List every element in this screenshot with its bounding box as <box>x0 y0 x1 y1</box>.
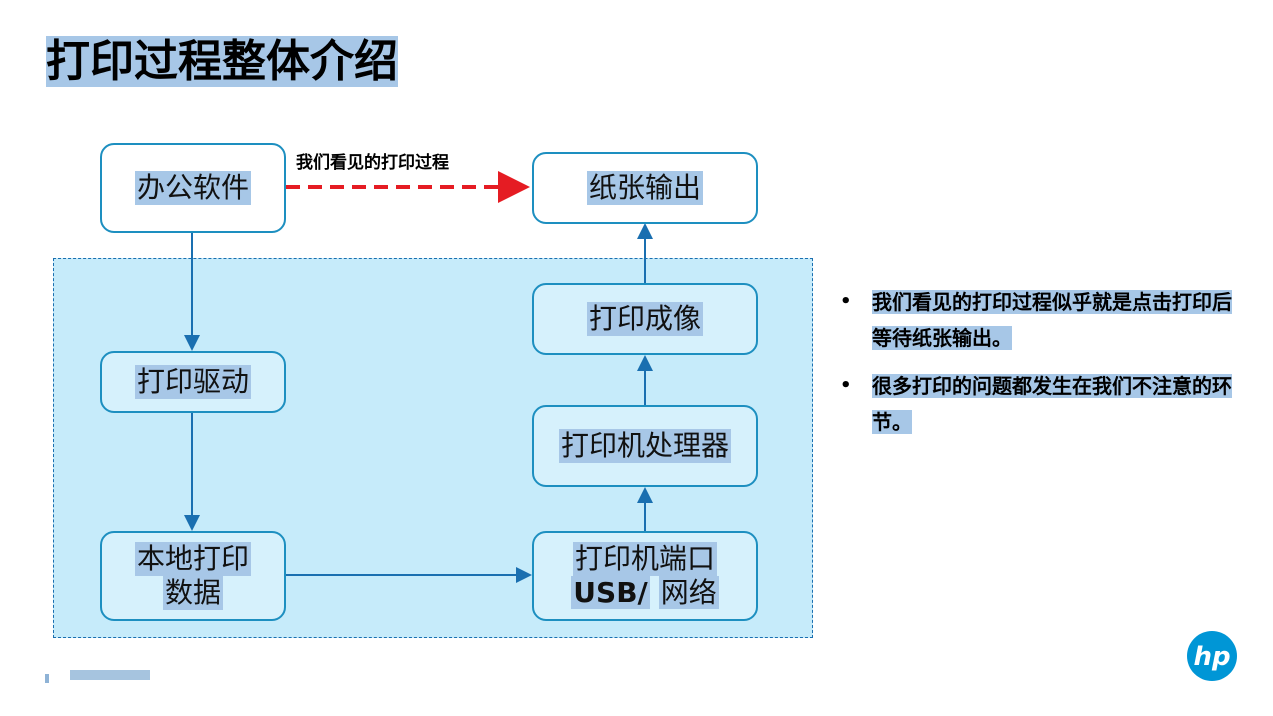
bullet-dot: • <box>840 375 852 396</box>
bullet-item: • 我们看见的打印过程似乎就是点击打印后等待纸张输出。 <box>840 284 1240 356</box>
box-print-imaging: 打印成像 <box>532 283 758 355</box>
box-local-print-data: 本地打印 数据 <box>100 531 286 621</box>
footer-bar <box>70 670 150 680</box>
bullet-list: • 我们看见的打印过程似乎就是点击打印后等待纸张输出。 • 很多打印的问题都发生… <box>840 284 1240 452</box>
box-paper-output: 纸张输出 <box>532 152 758 224</box>
arrow-label: 我们看见的打印过程 <box>296 153 449 173</box>
svg-text:hp: hp <box>1193 642 1230 672</box>
box-office-software: 办公软件 <box>100 143 286 233</box>
box-print-driver: 打印驱动 <box>100 351 286 413</box>
bullet-dot: • <box>840 291 852 312</box>
footer-decoration <box>45 674 49 683</box>
hp-logo-icon: hp <box>1187 631 1237 681</box>
box-printer-processor: 打印机处理器 <box>532 405 758 487</box>
bullet-item: • 很多打印的问题都发生在我们不注意的环节。 <box>840 368 1240 440</box>
box-printer-port: 打印机端口 USB/ 网络 <box>532 531 758 621</box>
page-title: 打印过程整体介绍 <box>46 36 398 87</box>
